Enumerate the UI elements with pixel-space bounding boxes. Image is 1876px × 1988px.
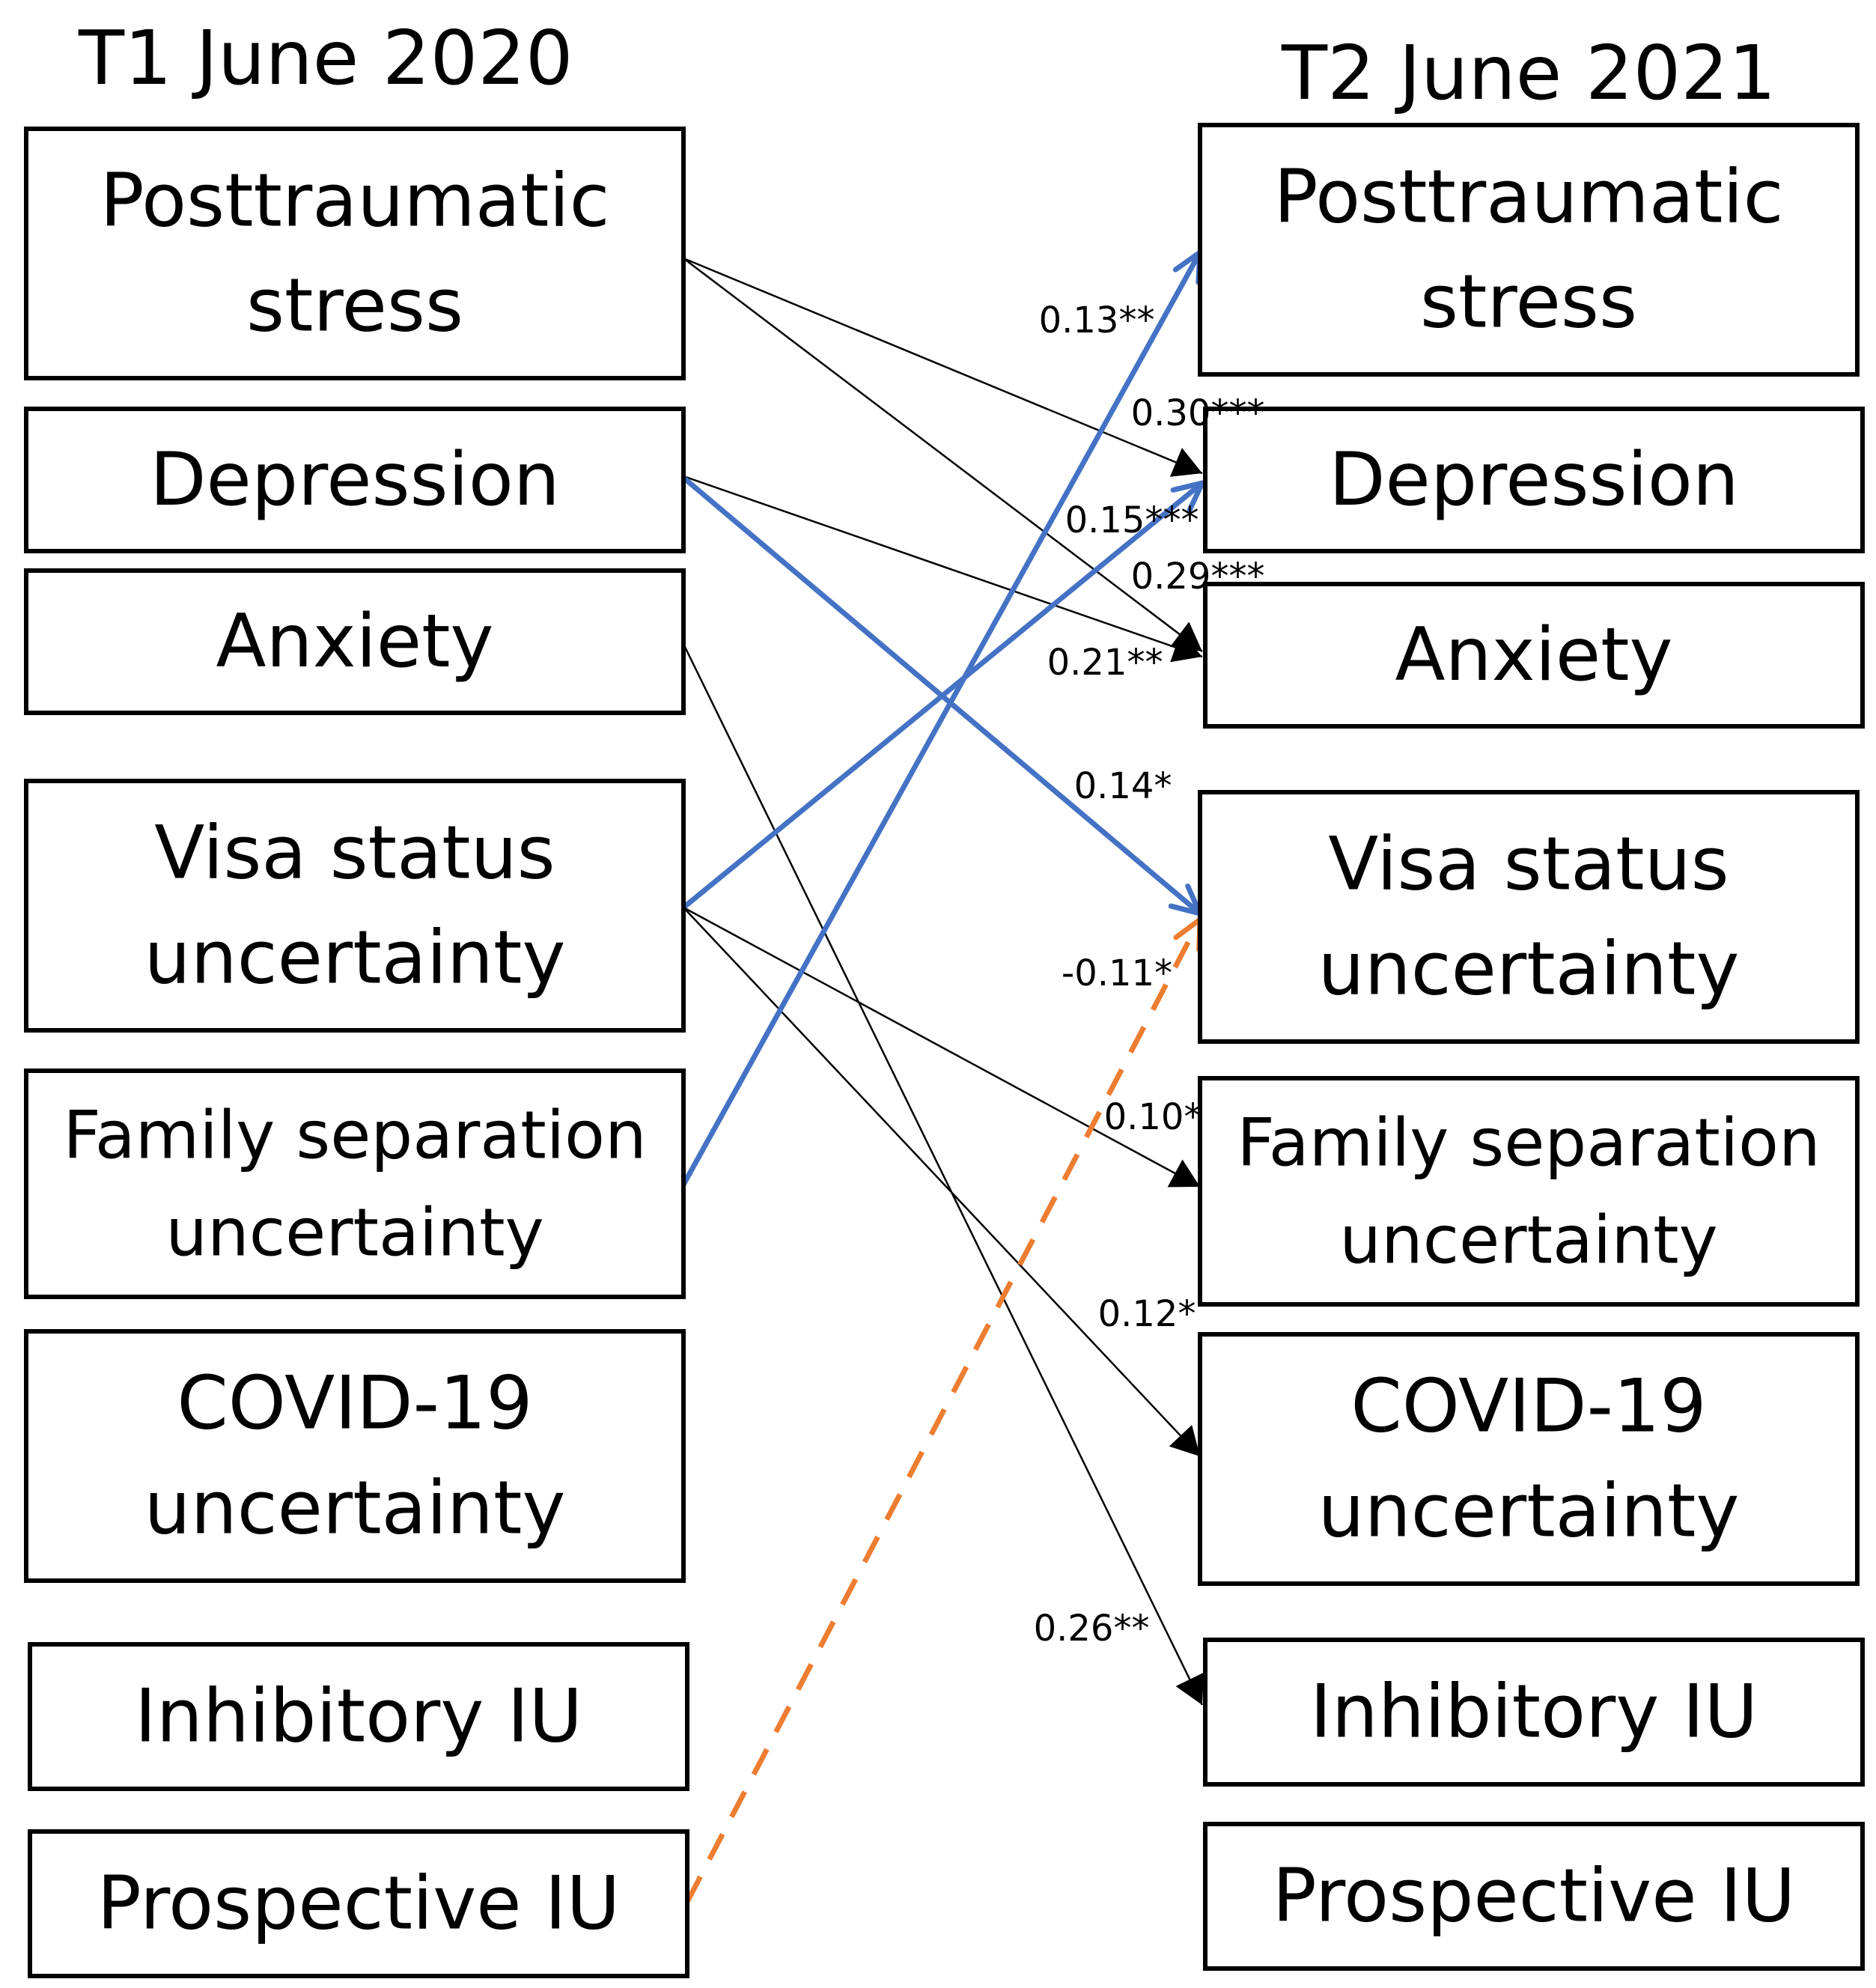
t1-node-label-visa-1: uncertainty	[144, 916, 566, 1001]
t2-node-label-anxiety-0: Anxiety	[1395, 612, 1672, 698]
edge-label-depression-to-visa: 0.14*	[1074, 765, 1172, 807]
t1-node-label-visa-0: Visa status	[154, 811, 555, 896]
edge-prospective-to-visa	[684, 917, 1203, 1903]
t2-node-label-ptsd-1: stress	[1420, 260, 1637, 345]
t2-node-box-ptsd	[1198, 123, 1860, 377]
edge-label-visa-to-family: 0.10*	[1104, 1096, 1202, 1138]
t1-node-family: Family separation uncertainty	[24, 1069, 686, 1299]
t2-title: T2 June 2021	[1281, 29, 1776, 117]
edge-depression-to-anxiety	[683, 475, 1203, 663]
edge-arrowhead-visa-to-depression	[1170, 480, 1205, 513]
t1-node-label-ptsd-0: Posttraumatic	[100, 159, 610, 244]
t2-node-inhibitory: Inhibitory IU	[1203, 1638, 1865, 1787]
t1-node-label-covid-0: COVID-19	[177, 1361, 532, 1447]
t2-node-label-covid-1: uncertainty	[1318, 1469, 1740, 1554]
t2-node-label-inhibitory-0: Inhibitory IU	[1310, 1670, 1758, 1755]
edges-layer	[680, 249, 1205, 1903]
edge-line-ptsd-to-depression	[683, 257, 1203, 475]
t1-node-label-ptsd-1: stress	[246, 264, 463, 349]
t2-node-box-inhibitory	[1203, 1638, 1865, 1787]
edge-arrowhead-visa-to-family	[1167, 1159, 1200, 1188]
t1-node-box-family	[24, 1069, 686, 1299]
t1-node-box-visa	[24, 779, 686, 1033]
t2-node-box-visa	[1198, 790, 1860, 1044]
t2-node-family: Family separation uncertainty	[1198, 1076, 1860, 1307]
t2-node-label-depression-0: Depression	[1329, 437, 1739, 523]
t1-node-visa: Visa status uncertainty	[24, 779, 686, 1033]
edge-line-family-to-ptsd	[680, 251, 1203, 1186]
t2-node-anxiety: Anxiety	[1203, 582, 1865, 729]
t2-node-box-anxiety	[1203, 582, 1865, 729]
t1-node-prospective: Prospective IU	[28, 1829, 689, 1978]
nodes-layer: Posttraumatic stressDepressionAnxietyVisa…	[24, 123, 1865, 1978]
t1-title: T1 June 2020	[78, 14, 573, 102]
t2-node-label-family-0: Family separation	[1237, 1104, 1821, 1182]
t2-node-box-depression	[1203, 407, 1865, 553]
edge-arrowhead-depression-to-anxiety	[1170, 632, 1202, 663]
edge-line-prospective-to-visa	[684, 918, 1203, 1903]
edge-family-to-ptsd	[680, 249, 1203, 1186]
edge-label-visa-to-depression: 0.15***	[1065, 499, 1199, 541]
t1-node-inhibitory: Inhibitory IU	[28, 1642, 689, 1791]
edge-label-family-to-ptsd: 0.13**	[1039, 300, 1155, 341]
edge-ptsd-to-depression	[683, 257, 1203, 477]
t1-node-label-depression-0: Depression	[150, 437, 560, 523]
edge-arrowhead-visa-to-covid	[1169, 1425, 1200, 1456]
t2-node-covid: COVID-19 uncertainty	[1198, 1332, 1860, 1586]
t1-node-box-inhibitory	[28, 1642, 689, 1791]
edge-labels-layer: 0.30*** 0.29*** 0.21** 0.14* 0.26** 0.15*** 0.…	[1034, 300, 1265, 1650]
t2-node-label-family-1: uncertainty	[1339, 1202, 1717, 1279]
t1-node-label-covid-1: uncertainty	[144, 1466, 566, 1551]
t1-node-box-prospective	[28, 1829, 689, 1978]
edge-line-visa-to-depression	[681, 481, 1205, 910]
t1-node-label-anxiety-0: Anxiety	[216, 599, 493, 684]
t2-node-label-visa-1: uncertainty	[1318, 927, 1740, 1012]
edge-label-visa-to-covid: 0.12*	[1098, 1293, 1196, 1335]
t1-node-covid: COVID-19 uncertainty	[24, 1329, 686, 1583]
t1-node-box-anxiety	[24, 568, 686, 715]
edge-visa-to-covid	[683, 907, 1201, 1457]
edge-arrowhead-ptsd-to-depression	[1169, 448, 1202, 477]
edge-line-depression-to-anxiety	[683, 475, 1203, 658]
t1-node-depression: Depression	[24, 407, 686, 553]
edge-label-ptsd-to-depression: 0.30***	[1131, 392, 1265, 434]
edge-line-visa-to-covid	[683, 907, 1201, 1457]
t2-node-box-prospective	[1203, 1822, 1865, 1971]
t1-node-label-prospective-0: Prospective IU	[97, 1861, 621, 1947]
t2-node-label-ptsd-0: Posttraumatic	[1274, 155, 1784, 240]
edge-line-ptsd-to-anxiety	[683, 258, 1203, 652]
t2-node-box-covid	[1198, 1332, 1860, 1586]
t2-node-label-covid-0: COVID-19	[1350, 1364, 1706, 1450]
t1-node-ptsd: Posttraumatic stress	[24, 127, 686, 380]
t2-node-depression: Depression	[1203, 407, 1865, 553]
t1-node-label-family-1: uncertainty	[165, 1194, 543, 1271]
edge-label-depression-to-anxiety: 0.21**	[1047, 642, 1163, 684]
t1-node-box-ptsd	[24, 127, 686, 380]
edge-label-prospective-to-visa: -0.11*	[1062, 952, 1172, 994]
edge-anxiety-to-inhibitory	[682, 643, 1205, 1706]
t1-node-box-depression	[24, 407, 686, 553]
edge-label-ptsd-to-anxiety: 0.29***	[1131, 556, 1265, 598]
t2-node-box-family	[1198, 1076, 1860, 1307]
edge-label-anxiety-to-inhibitory: 0.26**	[1034, 1608, 1150, 1650]
edge-line-anxiety-to-inhibitory	[682, 643, 1204, 1706]
t2-node-prospective: Prospective IU	[1203, 1822, 1865, 1971]
edge-visa-to-depression	[681, 480, 1205, 910]
t1-node-anxiety: Anxiety	[24, 568, 686, 715]
t2-node-ptsd: Posttraumatic stress	[1198, 123, 1860, 377]
t2-node-label-prospective-0: Prospective IU	[1273, 1854, 1796, 1939]
edge-arrowhead-anxiety-to-inhibitory	[1175, 1672, 1205, 1705]
edge-line-visa-to-family	[683, 906, 1201, 1188]
t1-node-label-family-0: Family separation	[63, 1097, 647, 1174]
edge-visa-to-family	[683, 906, 1201, 1188]
t2-node-label-visa-0: Visa status	[1328, 822, 1729, 908]
t1-node-box-covid	[24, 1329, 686, 1583]
t1-node-label-inhibitory-0: Inhibitory IU	[135, 1674, 582, 1760]
t2-node-visa: Visa status uncertainty	[1198, 790, 1860, 1044]
